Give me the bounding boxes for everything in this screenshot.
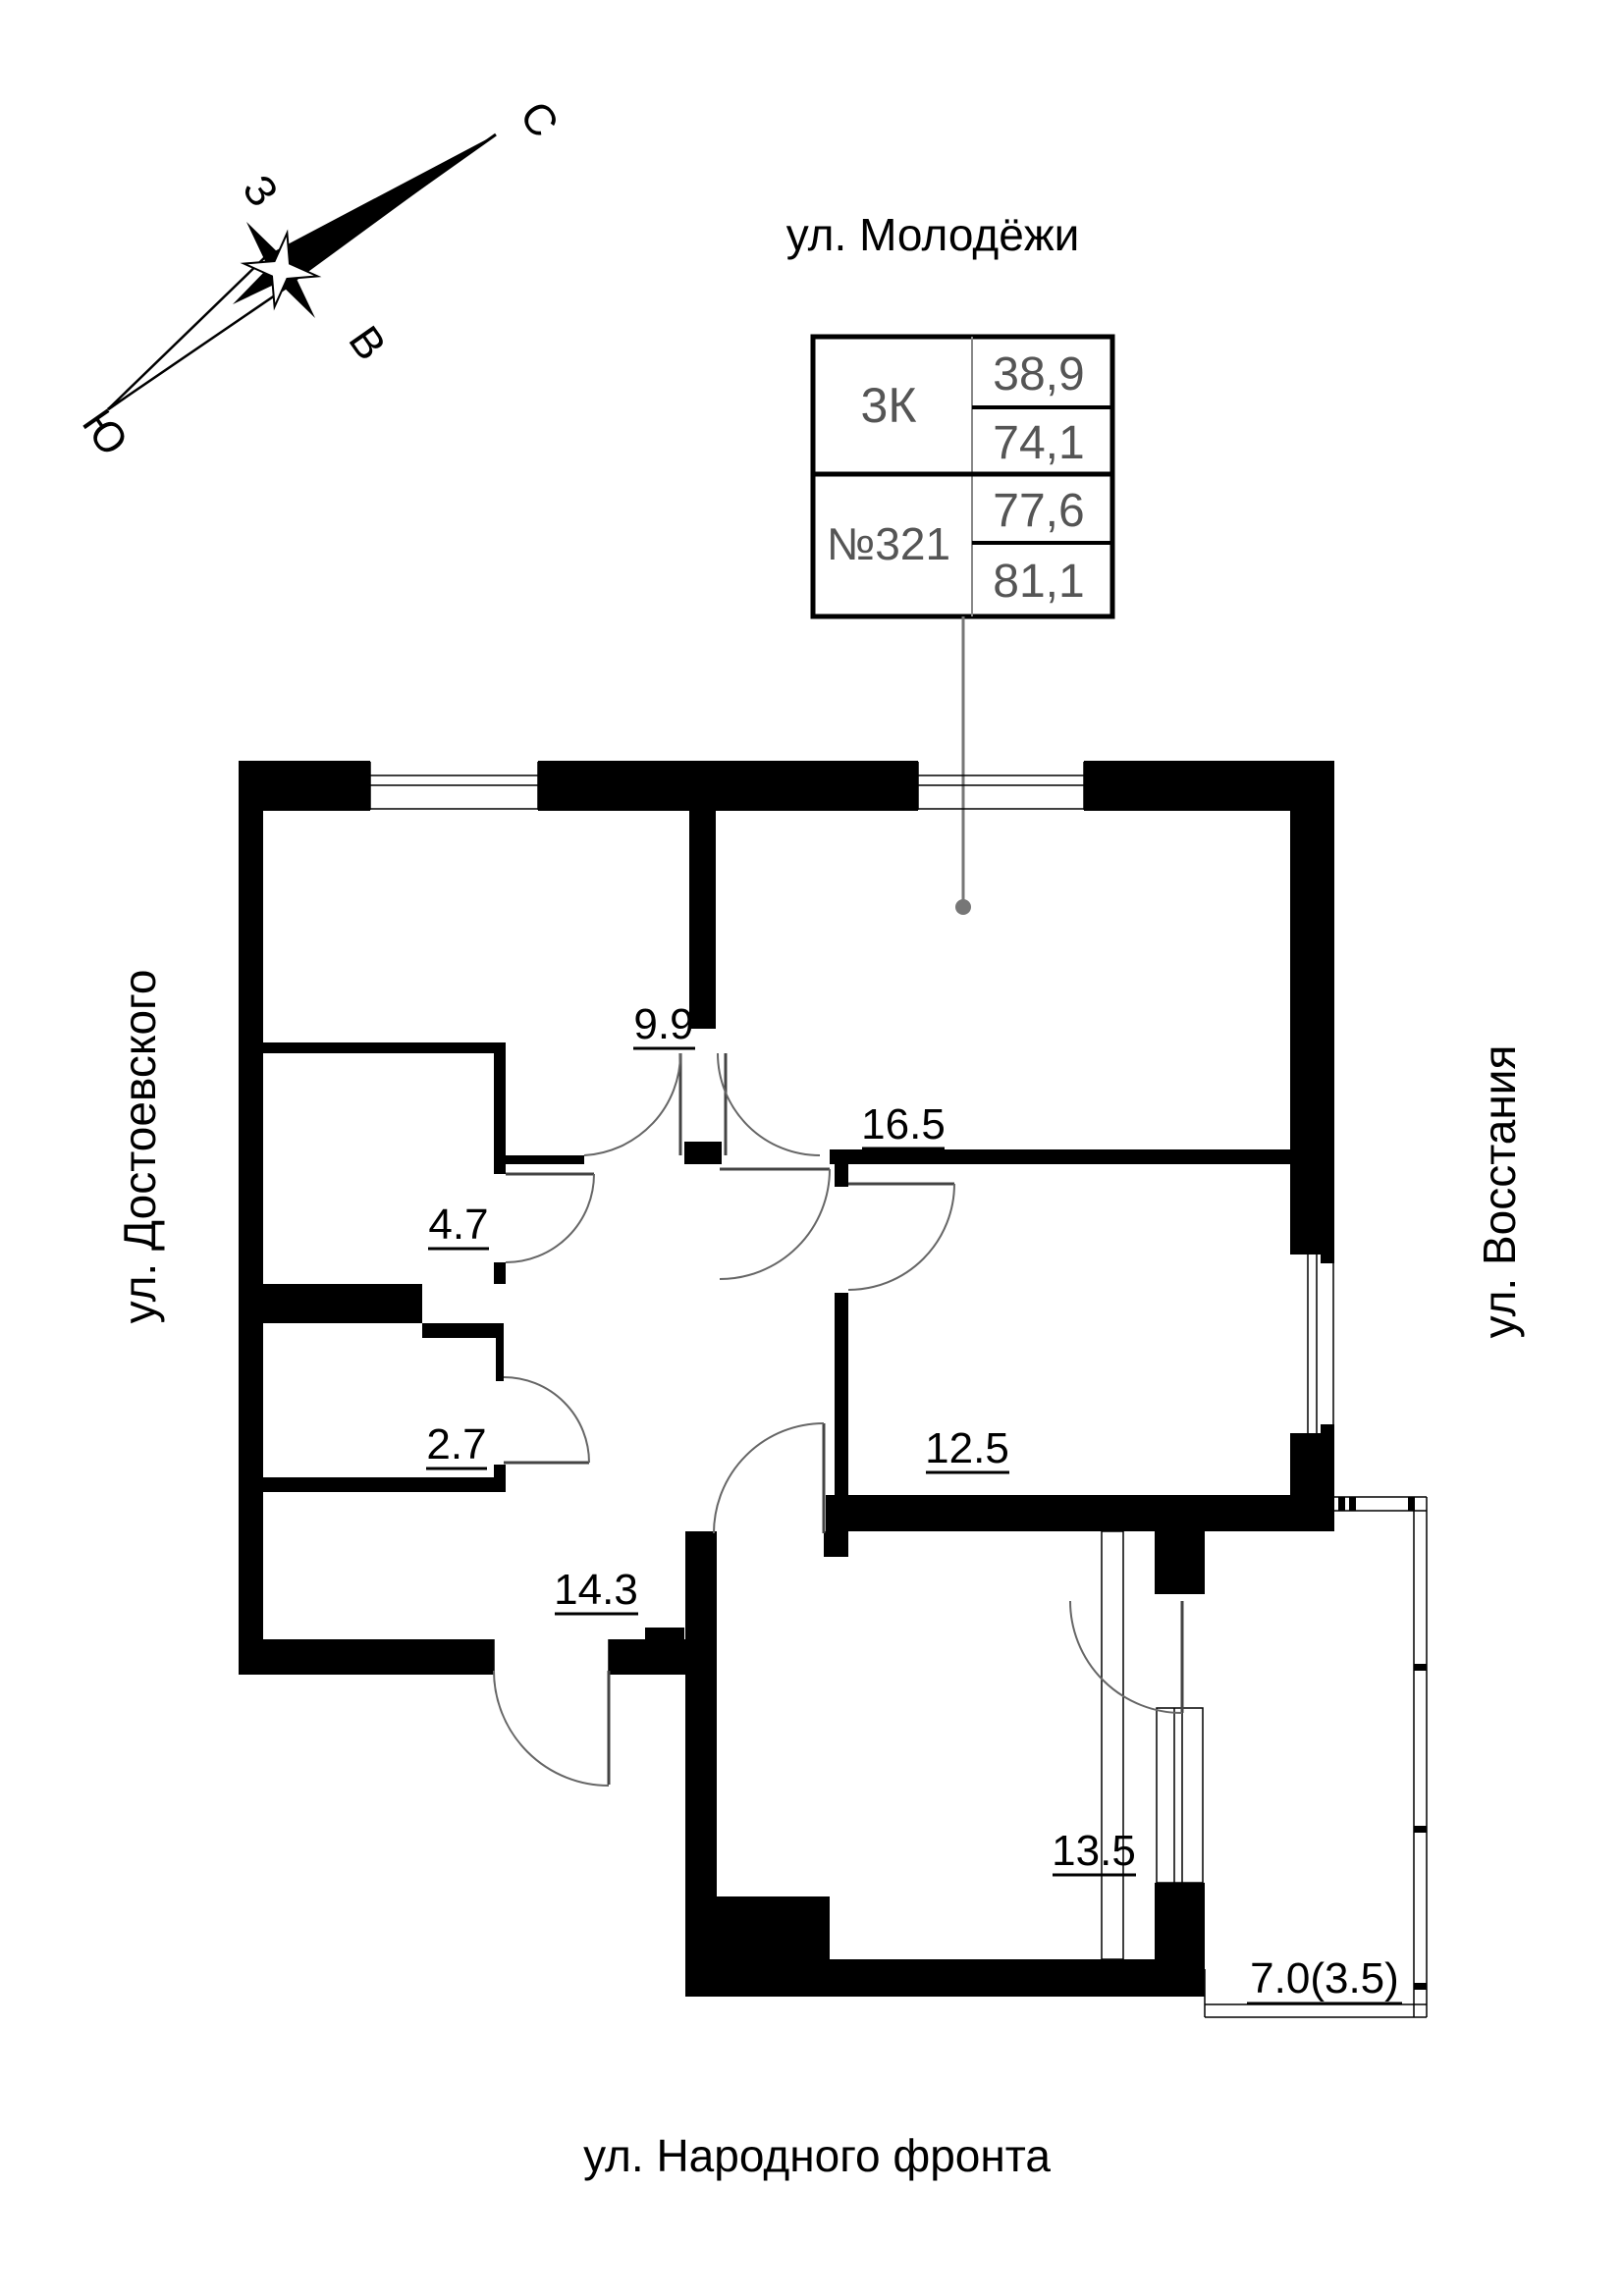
room-area-label-balcony: 7.0(3.5) — [1250, 1954, 1399, 2002]
room-area-label-9-9: 9.9 — [633, 1000, 693, 1048]
window-kitchen-balcony — [1156, 1707, 1204, 1884]
wall-bottom-pillar — [717, 1896, 830, 1959]
door-balcony — [1069, 1600, 1184, 1714]
compass-needle-north — [267, 134, 496, 285]
window-room-16-5 — [917, 762, 1085, 810]
room-area-label-16-5: 16.5 — [861, 1100, 946, 1148]
room-area-label-2-7: 2.7 — [426, 1420, 486, 1468]
compass-rose: С З В Ю — [73, 93, 568, 464]
door-entrance — [493, 1639, 611, 1787]
info-table: 3К №321 38,9 74,1 77,6 81,1 — [810, 334, 1115, 915]
room-area-label-12-5: 12.5 — [925, 1424, 1009, 1472]
windows — [369, 762, 1334, 1884]
street-label-left: ул. Достоевского — [114, 970, 165, 1324]
wall-bottom-step — [645, 1628, 684, 1639]
wall-bottom-left — [239, 1639, 494, 1675]
door-room-4-7 — [505, 1172, 595, 1263]
street-label-top: ул. Молодёжи — [786, 209, 1080, 260]
room-area-label-4-7: 4.7 — [428, 1201, 488, 1249]
ventilation-shaft — [1101, 1530, 1124, 1960]
area-without-balcony-cell: 74,1 — [993, 417, 1084, 469]
room-area-labels: 9.9 16.5 4.7 2.7 14.3 12.5 13.5 7.0(3.5) — [426, 1000, 1402, 2005]
compass-star-diagonal — [240, 229, 322, 311]
room-area-label-14-3: 14.3 — [554, 1566, 638, 1614]
compass-west-label: З — [233, 167, 287, 216]
wall-kitchen-left — [685, 1531, 717, 1969]
wall-12-5-left-stub — [835, 1164, 848, 1187]
wall-2-7-right-upper — [496, 1323, 504, 1381]
wall-balcony-bottom-post — [1155, 1883, 1205, 1969]
wall-bottom — [685, 1959, 1205, 1997]
wall-4-7-bottom — [263, 1284, 422, 1323]
wall-4-7-right-lower — [494, 1262, 506, 1284]
wall-left — [239, 761, 263, 1675]
wall-4-7-right-upper — [494, 1053, 506, 1174]
wall-butterfly-post — [684, 1142, 722, 1164]
wall-4-7-top — [263, 1042, 506, 1053]
wall-divider-9-9 — [689, 811, 716, 1029]
wall-16-5-bottom — [830, 1149, 1334, 1164]
wall-lobby-stub — [506, 1155, 584, 1164]
leader-dot — [955, 899, 971, 915]
window-room-12-5 — [1307, 1255, 1334, 1433]
compass-east-label: В — [339, 318, 395, 369]
wall-bottom-entrance-right — [609, 1639, 695, 1675]
wall-2-7-top — [422, 1323, 504, 1338]
apartment-number-cell: №321 — [827, 518, 950, 569]
wall-2-7-bottom — [263, 1477, 506, 1492]
wall-balcony-top-post — [1155, 1531, 1205, 1594]
door-room-12-5 — [847, 1182, 955, 1291]
room-area-label-13-5: 13.5 — [1052, 1827, 1136, 1875]
wall-top-2 — [538, 761, 918, 811]
area-with-balcony-half-cell: 77,6 — [993, 485, 1084, 537]
walls — [239, 761, 1334, 1997]
balcony-glazing — [1204, 1496, 1428, 2018]
compass-south-label: Ю — [73, 400, 137, 464]
wall-12-5-left — [835, 1293, 848, 1531]
street-label-right: ул. Восстания — [1474, 1045, 1525, 1339]
door-room-2-7 — [503, 1376, 590, 1465]
wall-12-5-kitchen — [826, 1495, 1334, 1531]
living-area-cell: 38,9 — [993, 348, 1084, 400]
door-room-16-5 — [719, 1167, 831, 1280]
wall-right-upper — [1290, 761, 1334, 1255]
doors — [493, 1052, 1184, 1787]
wall-kitchen-top-stub — [824, 1531, 848, 1557]
apartment-type-cell: 3К — [861, 378, 917, 433]
street-label-bottom: ул. Народного фронта — [583, 2130, 1051, 2181]
window-room-9-9 — [369, 762, 539, 810]
door-room-9-9-right — [717, 1052, 821, 1156]
compass-north-label: С — [511, 93, 568, 146]
wall-16-5-bottom-stub — [716, 1149, 720, 1164]
total-area-cell: 81,1 — [993, 556, 1084, 608]
door-room-9-9-left — [583, 1052, 682, 1156]
door-kitchen — [713, 1422, 826, 1534]
